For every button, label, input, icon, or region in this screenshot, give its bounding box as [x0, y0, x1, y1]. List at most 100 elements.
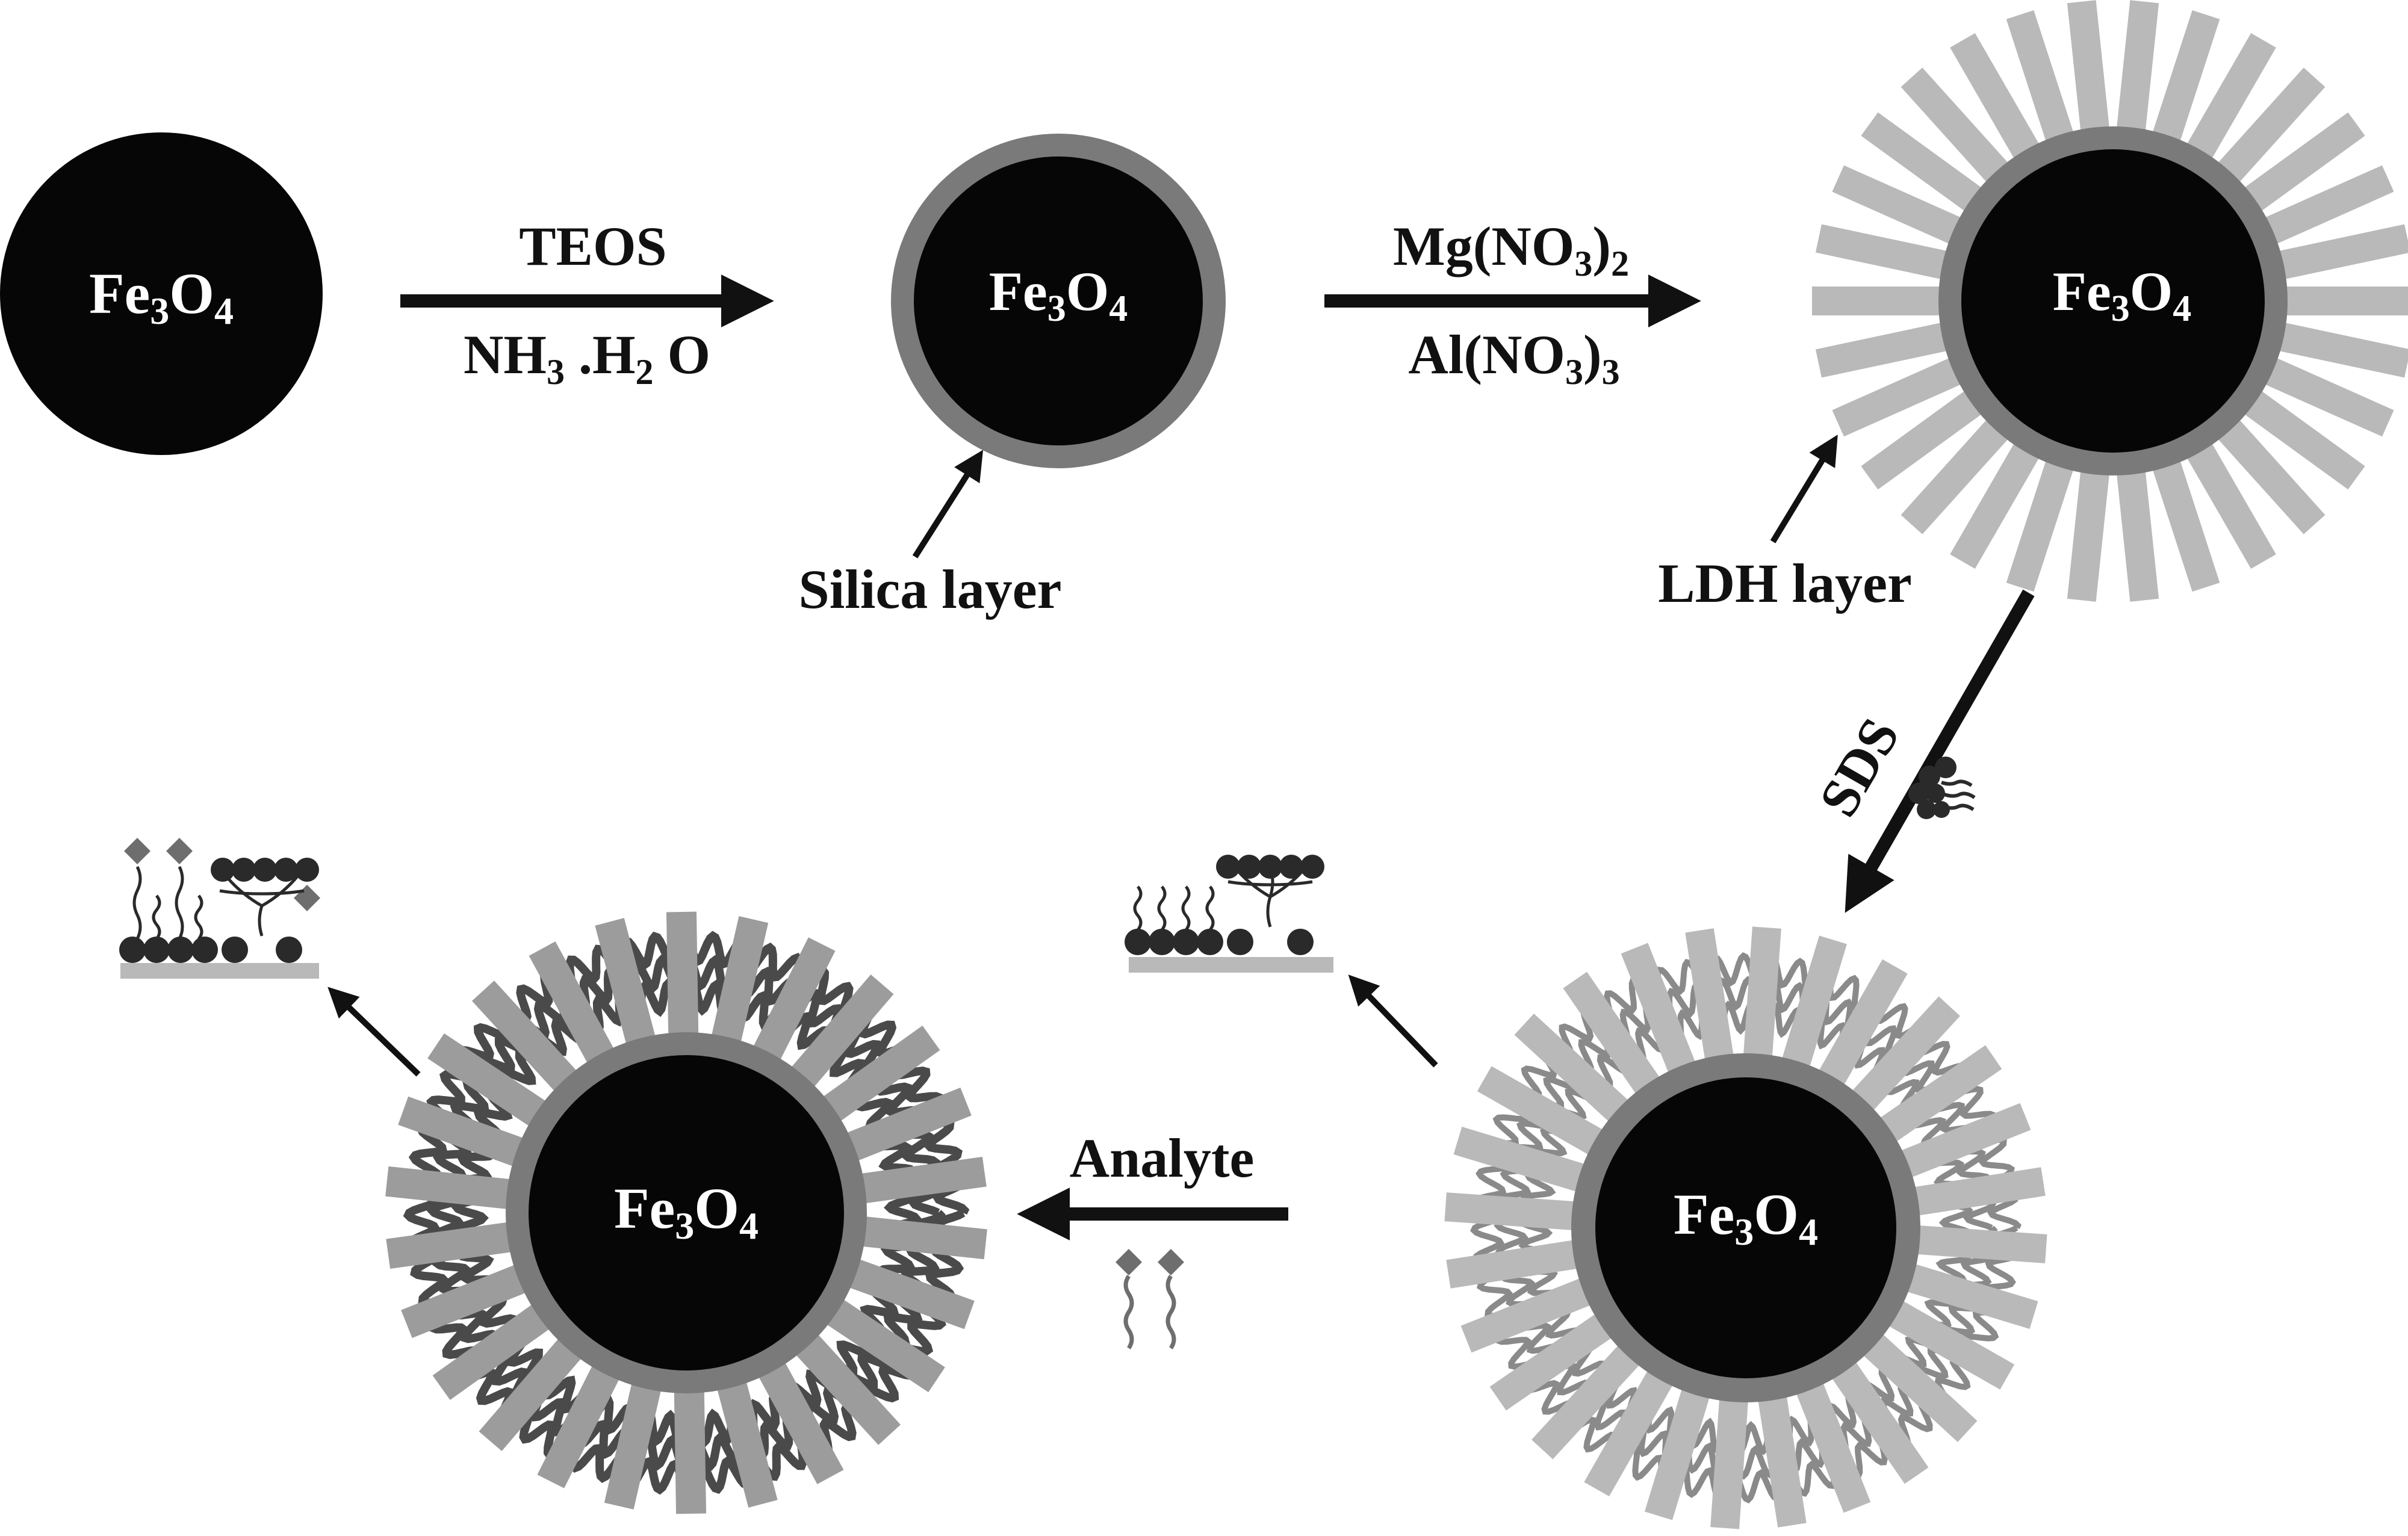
ldh-platelet — [1891, 1259, 2038, 1329]
ldh-platelet — [1898, 1167, 2046, 1218]
ldh-platelet — [1790, 1367, 1871, 1513]
step3-arrow-group: SDS — [1807, 589, 2035, 913]
ldh-platelet — [1514, 1014, 1640, 1133]
ldh-platelet — [1742, 926, 1781, 1073]
ldh-platelet — [2207, 67, 2326, 194]
ldh-platelet — [2231, 381, 2365, 490]
ldh-platelet — [2179, 33, 2276, 173]
ldh-platelet — [813, 1290, 945, 1393]
ldh-platelet — [432, 1295, 563, 1400]
fe3o4-core — [0, 132, 323, 455]
ldh-platelet — [1584, 1356, 1681, 1497]
ldh-spikes — [1812, 0, 2408, 602]
step3-reagent-sds: SDS — [1807, 708, 1911, 826]
step3-arrow — [1845, 589, 2035, 913]
surfactant-head — [211, 858, 235, 882]
particle-analyte-loaded: Fe3O4 — [385, 911, 987, 1514]
ldh-platelet — [1755, 1380, 1807, 1528]
ldh-pointer-arrow — [1770, 435, 1838, 543]
ldh-platelet — [2006, 10, 2079, 157]
surfactant-head — [1149, 929, 1175, 955]
core-label: Fe3O4 — [614, 1176, 759, 1247]
ldh-platelet — [2231, 112, 2365, 221]
ldh-platelet — [1621, 943, 1702, 1088]
ldh-platelet — [2250, 351, 2394, 437]
ldh-platelet — [2270, 286, 2408, 315]
ldh-platelet — [713, 1366, 778, 1508]
ldh-platelet — [2115, 0, 2159, 147]
ldh-platelet — [1812, 286, 1956, 315]
ldh-platelet — [1901, 1224, 2047, 1263]
ldh-platelet — [472, 980, 588, 1103]
ldh-platelet — [1685, 928, 1736, 1076]
analyte-molecule-icon — [1116, 1249, 1184, 1349]
ldh-platelet — [1815, 224, 1963, 283]
ldh-platelet — [674, 1375, 707, 1514]
surfactant-head — [1216, 855, 1240, 879]
ldh-platelet — [1811, 959, 1908, 1100]
surfactant-head — [1125, 929, 1151, 955]
ldh-platelet — [2115, 455, 2159, 602]
step1-reagent-ammonia: NH3 .H2 O — [464, 324, 710, 392]
step1-reagent-teos: TEOS — [519, 215, 666, 277]
ldh-platelet — [1777, 935, 1847, 1083]
ldh-platelet — [1832, 165, 1976, 251]
ldh-platelet — [427, 1033, 560, 1136]
ldh-platelet — [784, 1322, 901, 1445]
ldh-platelet — [1489, 1304, 1625, 1411]
ldh-platelet — [1710, 1383, 1749, 1529]
ldh-platelet — [751, 1348, 844, 1484]
ldh-platelet — [2263, 224, 2408, 283]
silica-pointer-arrow — [912, 450, 984, 559]
ldh-platelet — [1851, 1323, 1978, 1442]
inset-arrow-sds — [1348, 974, 1438, 1068]
ldh-platelet — [401, 1259, 541, 1339]
ldh-platelet — [2006, 445, 2079, 592]
ldh-platelet — [537, 1351, 627, 1488]
surfactant-head — [1287, 929, 1314, 955]
inset-arrow-analyte — [327, 986, 421, 1077]
surfactant-head — [274, 858, 298, 882]
surfactant-head — [191, 937, 218, 963]
surfactant-head — [143, 937, 170, 963]
sds-micelle-icon — [1908, 757, 1976, 819]
ldh-platelet — [479, 1326, 592, 1451]
particle-sds-modified: Fe3O4 — [1444, 926, 2047, 1529]
ldh-platelet — [2067, 455, 2111, 602]
ldh-platelet — [1563, 971, 1669, 1107]
ldh-platelet — [1815, 319, 1963, 378]
ldh-platelet — [834, 1254, 975, 1330]
ldh-platelet — [1866, 1045, 2002, 1151]
ldh-platelet — [1444, 1192, 1591, 1231]
ldh-platelet — [1861, 381, 1995, 490]
ldh-platelet — [1477, 1066, 1618, 1163]
step2-reagent-al-nitrate: Al(NO3)3 — [1408, 324, 1619, 392]
particle-silica-coated: Fe3O4 — [891, 134, 1226, 468]
analyte-on-surface-icon — [119, 838, 320, 979]
ldh-platelet — [1885, 1103, 2031, 1184]
particle-bare-fe3o4: Fe3O4 — [0, 132, 323, 455]
ldh-platelet — [746, 937, 836, 1075]
step2-arrow-group: Mg(NO3)2 Al(NO3)3 — [1324, 215, 1701, 392]
surfactant-head — [232, 858, 256, 882]
ldh-platelet — [2250, 165, 2394, 251]
ldh-platelet — [845, 1156, 987, 1206]
surfactant-head — [1197, 929, 1223, 955]
surfactant-head — [295, 858, 319, 882]
surfactant-head — [1227, 929, 1253, 955]
ldh-platelet — [1841, 996, 1960, 1123]
ldh-platelet — [1901, 67, 2019, 194]
surfactant-head — [1173, 929, 1199, 955]
silica-layer-label: Silica layer — [799, 559, 1062, 620]
ldh-spikes — [1444, 926, 2047, 1529]
fe3o4-core — [1961, 149, 2265, 453]
step2-reagent-mg-nitrate: Mg(NO3)2 — [1393, 215, 1629, 283]
ldh-platelet — [1645, 1373, 1714, 1520]
surfactant-head — [167, 937, 194, 963]
ldh-platelet — [1832, 351, 1976, 437]
ldh-platelet — [1950, 429, 2047, 569]
ldh-platelet — [2147, 445, 2220, 592]
surfactant-head — [119, 937, 146, 963]
